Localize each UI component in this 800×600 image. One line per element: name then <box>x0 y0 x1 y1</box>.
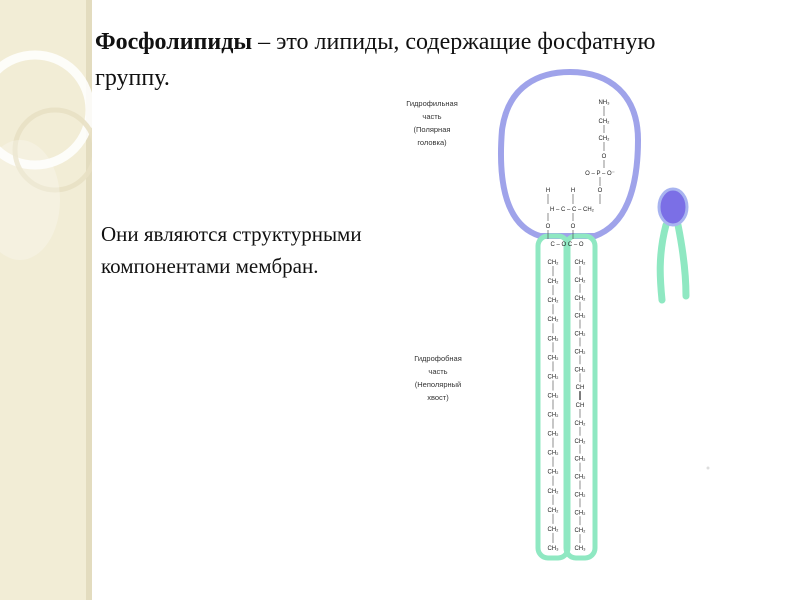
chain-group-label: CH <box>576 403 585 409</box>
decorative-ring <box>12 107 92 193</box>
chain-group-label: CH₂ <box>548 489 560 495</box>
chain-group-label: CH₂ <box>548 527 560 533</box>
chain-group-label: CH₂ <box>575 367 587 373</box>
formula-ester: C – O C – O <box>550 242 583 248</box>
formula-oxygen: O <box>598 188 603 194</box>
formula-phosphate: O – P – O⁻ <box>585 171 615 177</box>
icon-tail-left <box>656 221 670 304</box>
chain-group-label: CH₂ <box>575 314 587 320</box>
hydrophilic-label-line: головка) <box>417 138 447 147</box>
chain-group-label: CH₂ <box>575 510 587 516</box>
polar-head-outline <box>497 68 642 239</box>
chain-group-label: CH₃ <box>547 546 559 552</box>
decorative-ring <box>0 50 92 170</box>
hydrophobic-label-line: Гидрофобная <box>414 354 462 363</box>
decorative-side-panel <box>0 0 92 600</box>
formula-oxygen: O <box>602 154 607 160</box>
right-tail-outline <box>563 233 598 561</box>
right-fatty-acid-chain: CH₂ CH₂ CH₂ CH₂ CH₂ CH₂ CH₂ CH CH CH₂ CH₂ CH₂ CH₂ CH₂… <box>574 260 586 552</box>
hydrophobic-label-line: (Неполярный <box>415 380 461 389</box>
chain-group-label: CH₂ <box>548 432 560 438</box>
chain-group-label: CH₂ <box>548 451 560 457</box>
chain-group-label: CH <box>576 385 585 391</box>
chain-group-label: CH₂ <box>575 439 587 445</box>
decorative-glow <box>0 140 60 260</box>
icon-polar-head <box>657 187 689 227</box>
formula-oxygen: O <box>571 224 576 230</box>
chain-group-label: CH₂ <box>575 475 587 481</box>
title-term: Фосфолипиды <box>95 29 253 55</box>
chain-group-label: CH₂ <box>548 413 560 419</box>
formula-hydrogen: H <box>571 188 575 194</box>
icon-tail-right <box>674 221 690 300</box>
hydrophobic-label-line: хвост) <box>427 393 449 402</box>
left-fatty-acid-chain: CH₂ CH₂ CH₂ CH₂ CH₂ CH₂ CH₂ CH₂ CH₂ CH₂ CH₂ CH₂ CH₂ C… <box>547 260 559 552</box>
hydrophobic-label-line: часть <box>428 367 447 376</box>
decorative-dot <box>706 466 710 470</box>
chain-group-label: CH₂ <box>548 508 560 514</box>
hydrophilic-label-line: (Полярная <box>414 125 451 134</box>
chain-group-label: CH₂ <box>575 528 587 534</box>
hydrophilic-label: Гидрофильная часть (Полярная головка) <box>406 99 458 147</box>
chain-group-label: CH₂ <box>575 421 587 427</box>
chain-group-label: CH₂ <box>548 298 560 304</box>
chain-group-label: CH₂ <box>548 279 560 285</box>
slide-subtitle: Они являются структурными компонентами м… <box>101 222 362 278</box>
chain-group-label: CH₂ <box>548 336 560 342</box>
chain-group-label: CH₂ <box>548 355 560 361</box>
chain-group-label: CH₂ <box>575 349 587 355</box>
hydrophilic-label-line: часть <box>422 112 441 121</box>
chain-group-label: CH₂ <box>575 332 587 338</box>
chain-group-label: CH₂ <box>548 260 560 266</box>
chain-group-label: CH₂ <box>575 278 587 284</box>
phospholipid-icon <box>656 187 690 304</box>
formula-oxygen: O <box>546 224 551 230</box>
chain-group-label: CH₂ <box>575 457 587 463</box>
chain-group-label: CH₂ <box>548 470 560 476</box>
hydrophobic-label: Гидрофобная часть (Неполярный хвост) <box>414 354 462 402</box>
chain-group-label: CH₂ <box>548 374 560 380</box>
title-definition: – это липиды, содержащие фосфатную групп… <box>95 29 656 91</box>
formula-ch2: CH₂ <box>599 136 611 142</box>
chain-group-label: CH₂ <box>548 317 560 323</box>
formula-carbon-row: H – C – C – CH₂ <box>550 207 595 213</box>
head-formula: NH₃ CH₂ CH₂ O O – P – O⁻ O H H H – C – C… <box>546 100 615 248</box>
formula-ch2: CH₂ <box>599 119 611 125</box>
chain-group-label: CH₂ <box>575 296 587 302</box>
formula-hydrogen: H <box>546 188 550 194</box>
formula-nh3: NH₃ <box>598 100 610 106</box>
hydrophilic-label-line: Гидрофильная <box>406 99 458 108</box>
chain-group-label: CH₂ <box>548 393 560 399</box>
slide-title: Фосфолипиды – это липиды, содержащие фос… <box>95 24 695 96</box>
chain-group-label: CH₂ <box>575 260 587 266</box>
chain-group-label: CH₃ <box>574 546 586 552</box>
chain-group-label: CH₂ <box>575 492 587 498</box>
